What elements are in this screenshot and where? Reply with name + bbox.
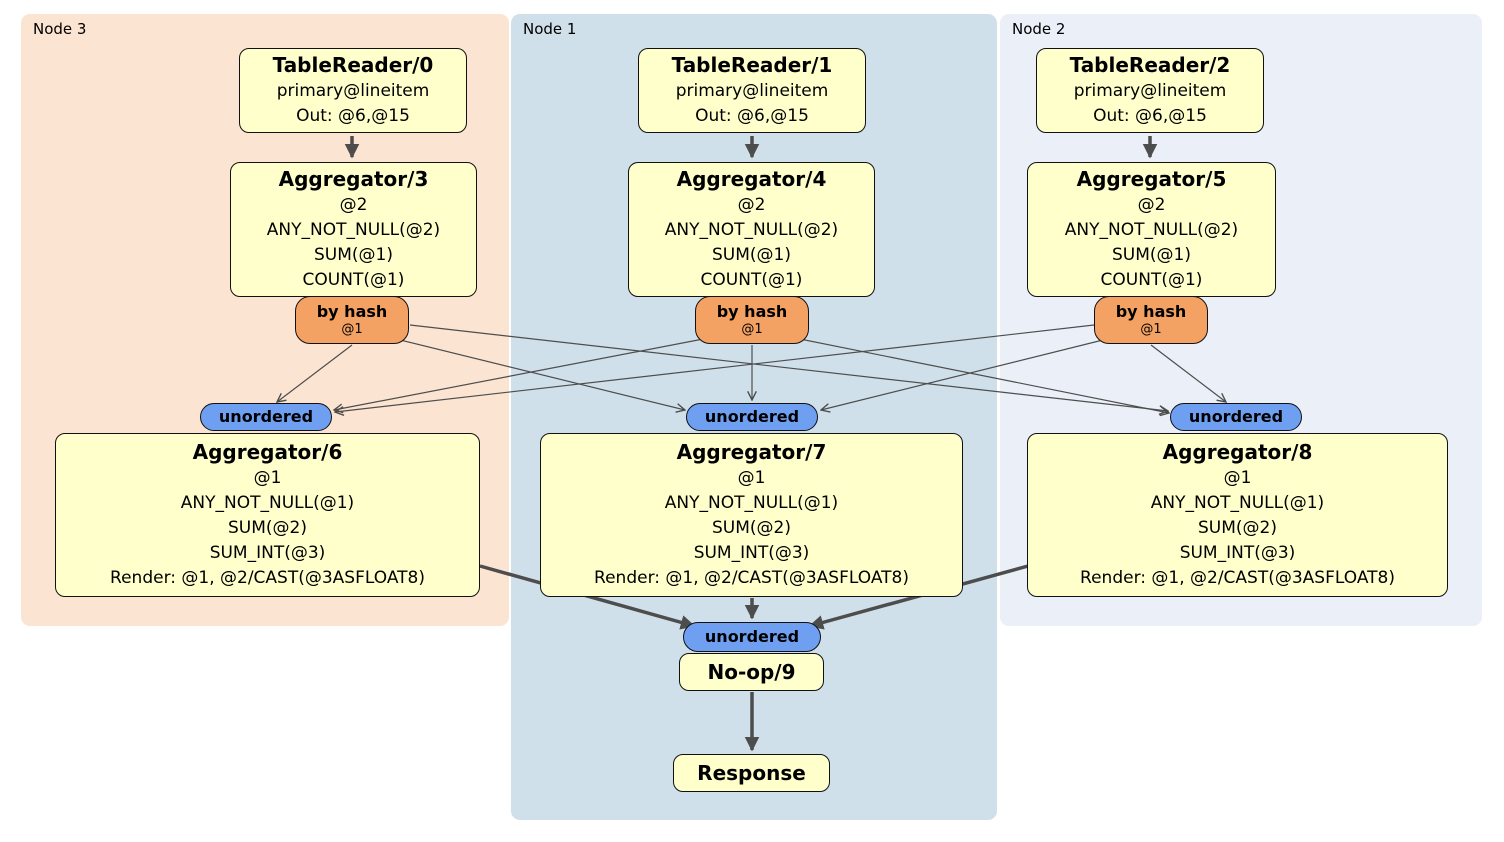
processor-aggregator-8: Aggregator/8 @1 ANY_NOT_NULL(@1) SUM(@2)… xyxy=(1027,433,1448,597)
edge-router0-sync0 xyxy=(277,344,353,402)
processor-detail-line: Render: @1, @2/CAST(@3ASFLOAT8) xyxy=(594,568,909,588)
node-group-label: Node 2 xyxy=(1012,20,1066,38)
router-label: by hash xyxy=(716,302,788,321)
processor-response: Response xyxy=(673,754,830,792)
processor-title: Aggregator/6 xyxy=(192,440,343,464)
processor-detail-line: COUNT(@1) xyxy=(302,270,405,290)
processor-detail-line: Out: @6,@15 xyxy=(1093,106,1207,126)
processor-title: Aggregator/5 xyxy=(1076,167,1227,191)
processor-title: Aggregator/8 xyxy=(1162,440,1313,464)
processor-title: TableReader/2 xyxy=(1069,53,1231,77)
processor-detail-line: SUM(@2) xyxy=(228,518,307,538)
router-by-hash-0: by hash @1 xyxy=(295,296,409,344)
synchronizer-unordered-1: unordered xyxy=(686,403,818,431)
processor-detail-line: SUM_INT(@3) xyxy=(1179,543,1296,563)
processor-detail-line: SUM_INT(@3) xyxy=(693,543,810,563)
router-by-hash-2: by hash @1 xyxy=(1094,296,1208,344)
processor-title: TableReader/1 xyxy=(671,53,833,77)
processor-detail-line: Render: @1, @2/CAST(@3ASFLOAT8) xyxy=(110,568,425,588)
processor-title: Aggregator/4 xyxy=(676,167,827,191)
processor-detail-line: @1 xyxy=(1223,468,1252,488)
node-group-label: Node 3 xyxy=(33,20,87,38)
processor-detail-line: ANY_NOT_NULL(@2) xyxy=(664,220,839,240)
processor-aggregator-6: Aggregator/6 @1 ANY_NOT_NULL(@1) SUM(@2)… xyxy=(55,433,480,597)
processor-detail-line: primary@lineitem xyxy=(276,81,430,101)
node-group-label: Node 1 xyxy=(523,20,577,38)
processor-detail-line: @2 xyxy=(339,195,368,215)
processor-tablereader-0: TableReader/0 primary@lineitem Out: @6,@… xyxy=(239,48,467,133)
processor-detail-line: @2 xyxy=(737,195,766,215)
processor-detail-line: SUM(@1) xyxy=(1112,245,1191,265)
processor-detail-line: COUNT(@1) xyxy=(700,270,803,290)
processor-aggregator-3: Aggregator/3 @2 ANY_NOT_NULL(@2) SUM(@1)… xyxy=(230,162,477,297)
processor-detail-line: Out: @6,@15 xyxy=(695,106,809,126)
edge-router1-sync2 xyxy=(779,334,1169,413)
synchronizer-label: unordered xyxy=(704,627,800,646)
processor-detail-line: SUM(@2) xyxy=(1198,518,1277,538)
processor-detail-line: Out: @6,@15 xyxy=(296,106,410,126)
edge-router2-sync1 xyxy=(821,334,1124,410)
processor-detail-line: SUM(@1) xyxy=(712,245,791,265)
router-label: by hash xyxy=(316,302,388,321)
edge-router0-sync2 xyxy=(409,324,1168,411)
synchronizer-unordered-2: unordered xyxy=(1170,403,1302,431)
router-detail: @1 xyxy=(1140,322,1162,337)
processor-detail-line: SUM(@2) xyxy=(712,518,791,538)
router-label: by hash xyxy=(1115,302,1187,321)
synchronizer-label: unordered xyxy=(704,407,800,426)
processor-detail-line: ANY_NOT_NULL(@2) xyxy=(266,220,441,240)
processor-detail-line: ANY_NOT_NULL(@1) xyxy=(180,493,355,513)
processor-detail-line: primary@lineitem xyxy=(1073,81,1227,101)
synchronizer-label: unordered xyxy=(1188,407,1284,426)
edge-router2-sync0 xyxy=(335,324,1095,412)
processor-title: Aggregator/3 xyxy=(278,167,429,191)
processor-detail-line: ANY_NOT_NULL(@1) xyxy=(664,493,839,513)
router-detail: @1 xyxy=(741,322,763,337)
processor-aggregator-4: Aggregator/4 @2 ANY_NOT_NULL(@2) SUM(@1)… xyxy=(628,162,875,297)
router-detail: @1 xyxy=(341,322,363,337)
processor-detail-line: COUNT(@1) xyxy=(1100,270,1203,290)
processor-detail-line: Render: @1, @2/CAST(@3ASFLOAT8) xyxy=(1080,568,1395,588)
processor-noop-9: No-op/9 xyxy=(679,653,824,691)
synchronizer-unordered-0: unordered xyxy=(200,403,332,431)
processor-detail-line: ANY_NOT_NULL(@1) xyxy=(1150,493,1325,513)
synchronizer-label: unordered xyxy=(218,407,314,426)
processor-detail-line: SUM_INT(@3) xyxy=(209,543,326,563)
processor-title: TableReader/0 xyxy=(272,53,434,77)
processor-title: Response xyxy=(697,760,806,785)
processor-detail-line: primary@lineitem xyxy=(675,81,829,101)
processor-detail-line: SUM(@1) xyxy=(314,245,393,265)
processor-tablereader-1: TableReader/1 primary@lineitem Out: @6,@… xyxy=(638,48,866,133)
edge-router1-sync0 xyxy=(334,334,725,410)
edge-router0-sync1 xyxy=(379,334,685,410)
router-by-hash-1: by hash @1 xyxy=(695,296,809,344)
processor-detail-line: @1 xyxy=(253,468,282,488)
processor-tablereader-2: TableReader/2 primary@lineitem Out: @6,@… xyxy=(1036,48,1264,133)
processor-detail-line: @2 xyxy=(1137,195,1166,215)
processor-title: Aggregator/7 xyxy=(676,440,827,464)
processor-aggregator-5: Aggregator/5 @2 ANY_NOT_NULL(@2) SUM(@1)… xyxy=(1027,162,1276,297)
processor-title: No-op/9 xyxy=(707,659,796,684)
processor-detail-line: @1 xyxy=(737,468,766,488)
processor-aggregator-7: Aggregator/7 @1 ANY_NOT_NULL(@1) SUM(@2)… xyxy=(540,433,963,597)
edge-router2-sync2 xyxy=(1150,344,1226,402)
synchronizer-unordered-3: unordered xyxy=(683,622,821,652)
processor-detail-line: ANY_NOT_NULL(@2) xyxy=(1064,220,1239,240)
